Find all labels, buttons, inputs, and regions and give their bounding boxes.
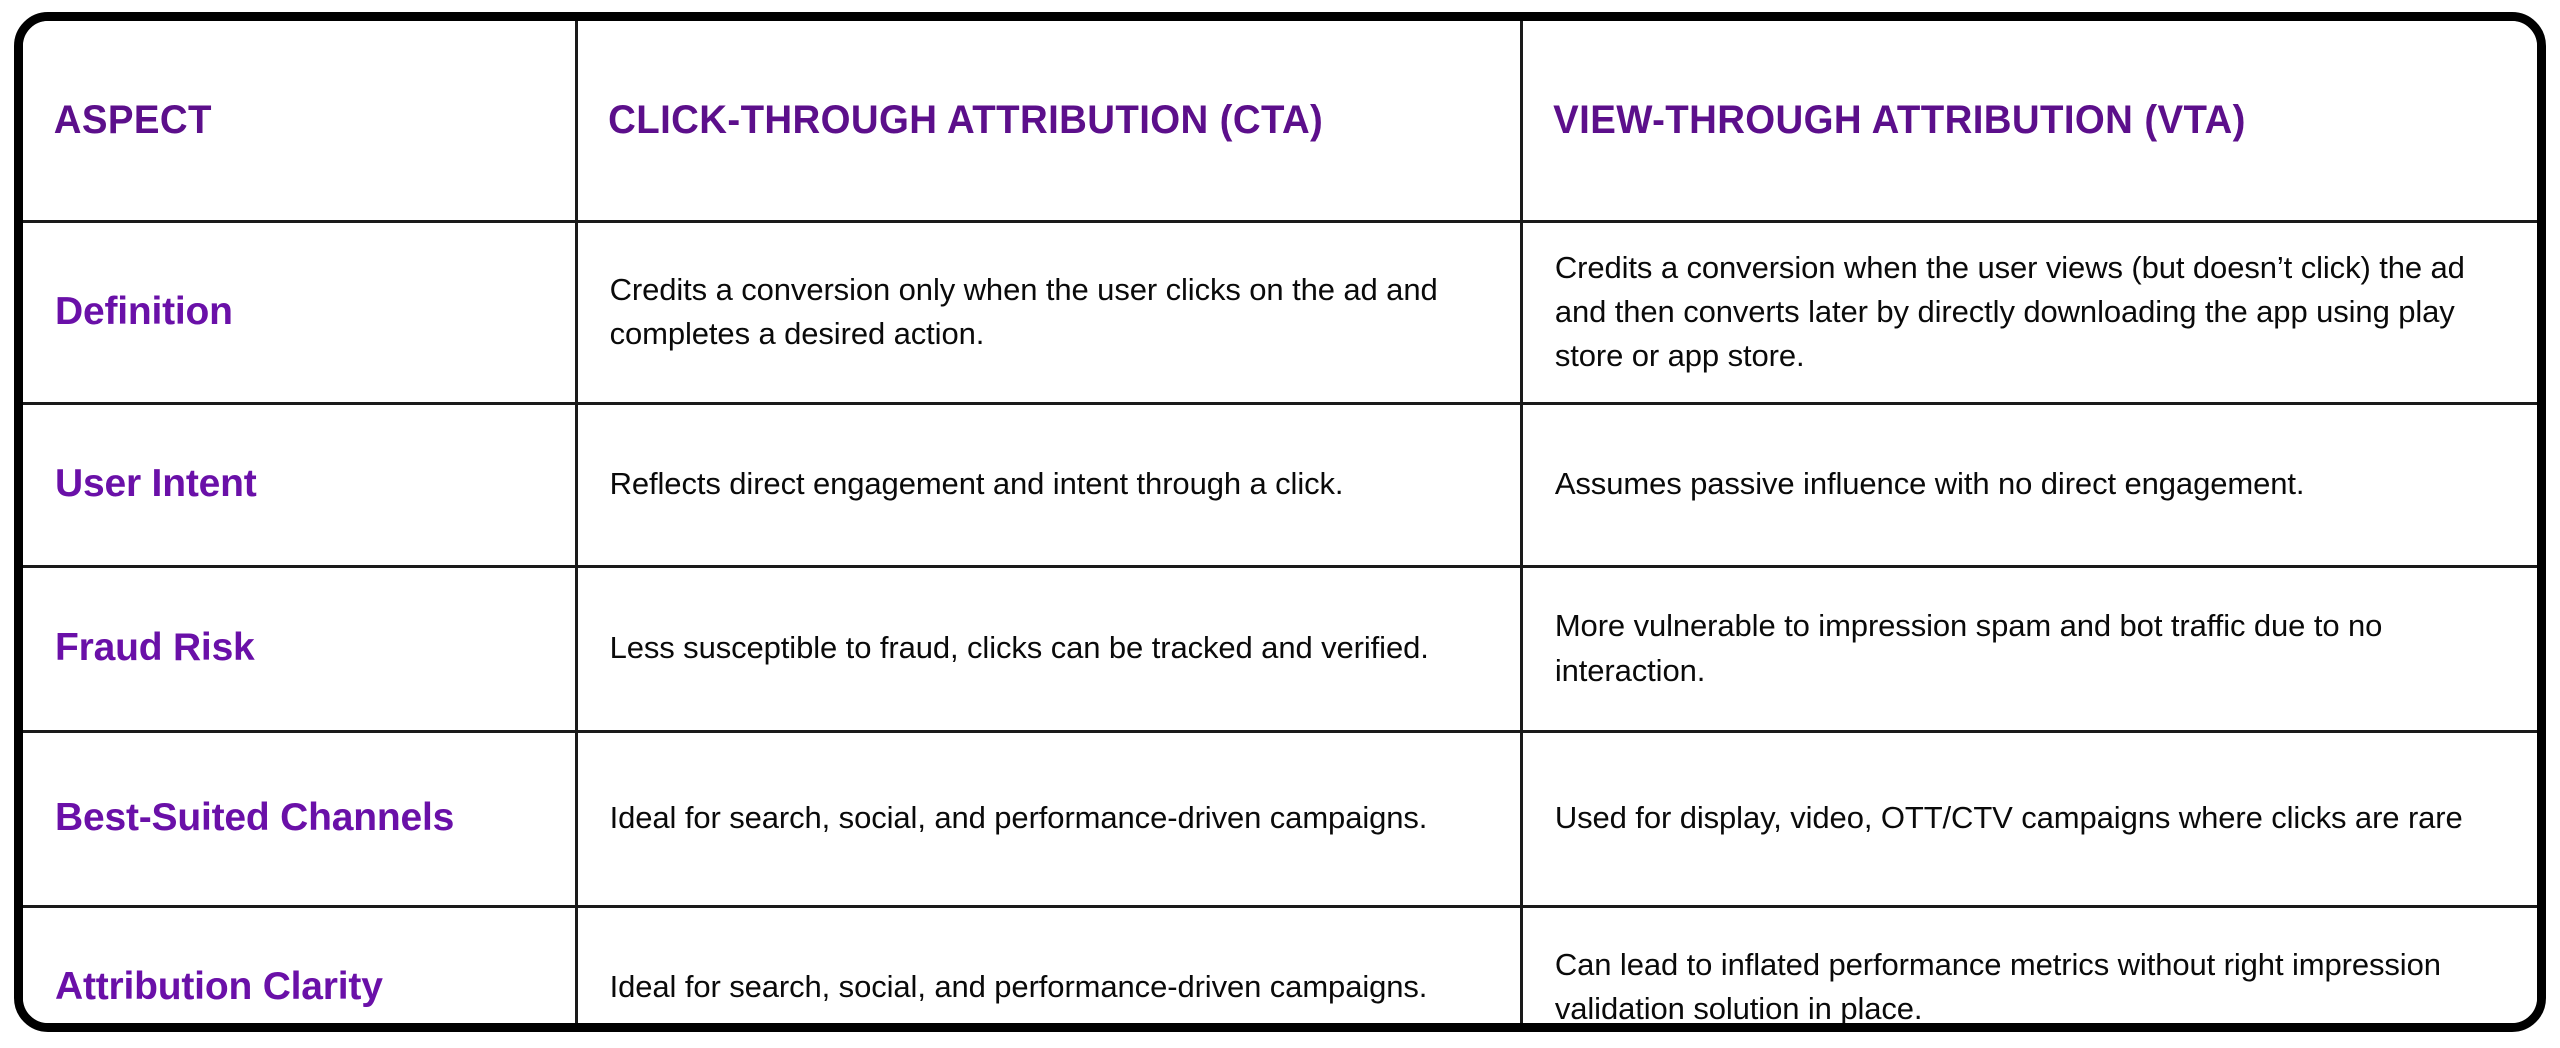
cell-best-suited-channels-cta: Ideal for search, social, and performanc… [576,731,1523,908]
table-row: Attribution Clarity Ideal for search, so… [23,906,2537,1027]
cell-definition-cta: Credits a conversion only when the user … [576,221,1523,405]
row-label-best-suited-channels: Best-Suited Channels [23,731,578,908]
row-label-attribution-clarity: Attribution Clarity [23,906,578,1023]
table-row: Definition Credits a conversion only whe… [23,221,2537,405]
column-header-vta: VIEW-THROUGH ATTRIBUTION (VTA) [1521,21,2497,223]
cell-fraud-risk-vta: More vulnerable to impression spam and b… [1521,566,2537,733]
comparison-table-frame: ASPECT CLICK-THROUGH ATTRIBUTION (CTA) V… [14,12,2546,1032]
comparison-table: ASPECT CLICK-THROUGH ATTRIBUTION (CTA) V… [23,21,2537,1027]
table-body: Definition Credits a conversion only whe… [23,221,2537,1027]
row-label-fraud-risk: Fraud Risk [23,566,578,733]
column-header-cta: CLICK-THROUGH ATTRIBUTION (CTA) [576,21,1485,223]
table-row: Fraud Risk Less susceptible to fraud, cl… [23,566,2537,733]
cell-user-intent-vta: Assumes passive influence with no direct… [1521,403,2537,568]
row-label-user-intent: User Intent [23,403,578,568]
cell-attribution-clarity-cta: Ideal for search, social, and performanc… [576,906,1523,1023]
table-header-row: ASPECT CLICK-THROUGH ATTRIBUTION (CTA) V… [23,21,2537,223]
table-row: Best-Suited Channels Ideal for search, s… [23,731,2537,908]
row-label-definition: Definition [23,221,578,405]
cell-fraud-risk-cta: Less susceptible to fraud, clicks can be… [576,566,1523,733]
cell-user-intent-cta: Reflects direct engagement and intent th… [576,403,1523,568]
column-header-aspect: ASPECT [23,21,556,223]
table-header: ASPECT CLICK-THROUGH ATTRIBUTION (CTA) V… [23,21,2537,223]
cell-definition-vta: Credits a conversion when the user views… [1521,221,2537,405]
cell-attribution-clarity-vta: Can lead to inflated performance metrics… [1554,947,2441,1027]
cell-best-suited-channels-vta: Used for display, video, OTT/CTV campaig… [1521,731,2537,908]
table-row: User Intent Reflects direct engagement a… [23,403,2537,568]
